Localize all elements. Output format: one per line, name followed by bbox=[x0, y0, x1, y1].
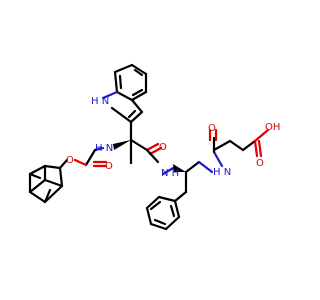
molecule-structure: H N H N O O O N H H N O OH O bbox=[28, 63, 280, 231]
acid-oh-label: OH bbox=[265, 122, 280, 133]
indole-pyrrole-ring bbox=[101, 90, 144, 124]
amide-carbonyl bbox=[145, 142, 163, 164]
carbamate-carbonyl-o-label: O bbox=[105, 161, 113, 172]
carbamate-nh-label: H N bbox=[95, 143, 113, 154]
alpha-carbon-bonds bbox=[113, 138, 149, 165]
amine-nh-label: H N bbox=[213, 167, 231, 178]
phenylalanine-backbone bbox=[161, 160, 214, 203]
amide-o-label: O bbox=[159, 142, 167, 153]
amide-nh-label: N H bbox=[161, 168, 179, 179]
indole-nh-label: H N bbox=[91, 96, 109, 107]
succinamic-acid-chain bbox=[208, 128, 270, 168]
keto-o-label: O bbox=[208, 123, 216, 134]
acid-o-label: O bbox=[256, 158, 264, 169]
phenyl-ring bbox=[145, 195, 181, 231]
indole-benzene-ring bbox=[113, 63, 148, 102]
adamantyl-cage bbox=[28, 164, 64, 204]
carbamate-linkage bbox=[58, 146, 108, 170]
carbamate-ester-o-label: O bbox=[66, 155, 74, 166]
